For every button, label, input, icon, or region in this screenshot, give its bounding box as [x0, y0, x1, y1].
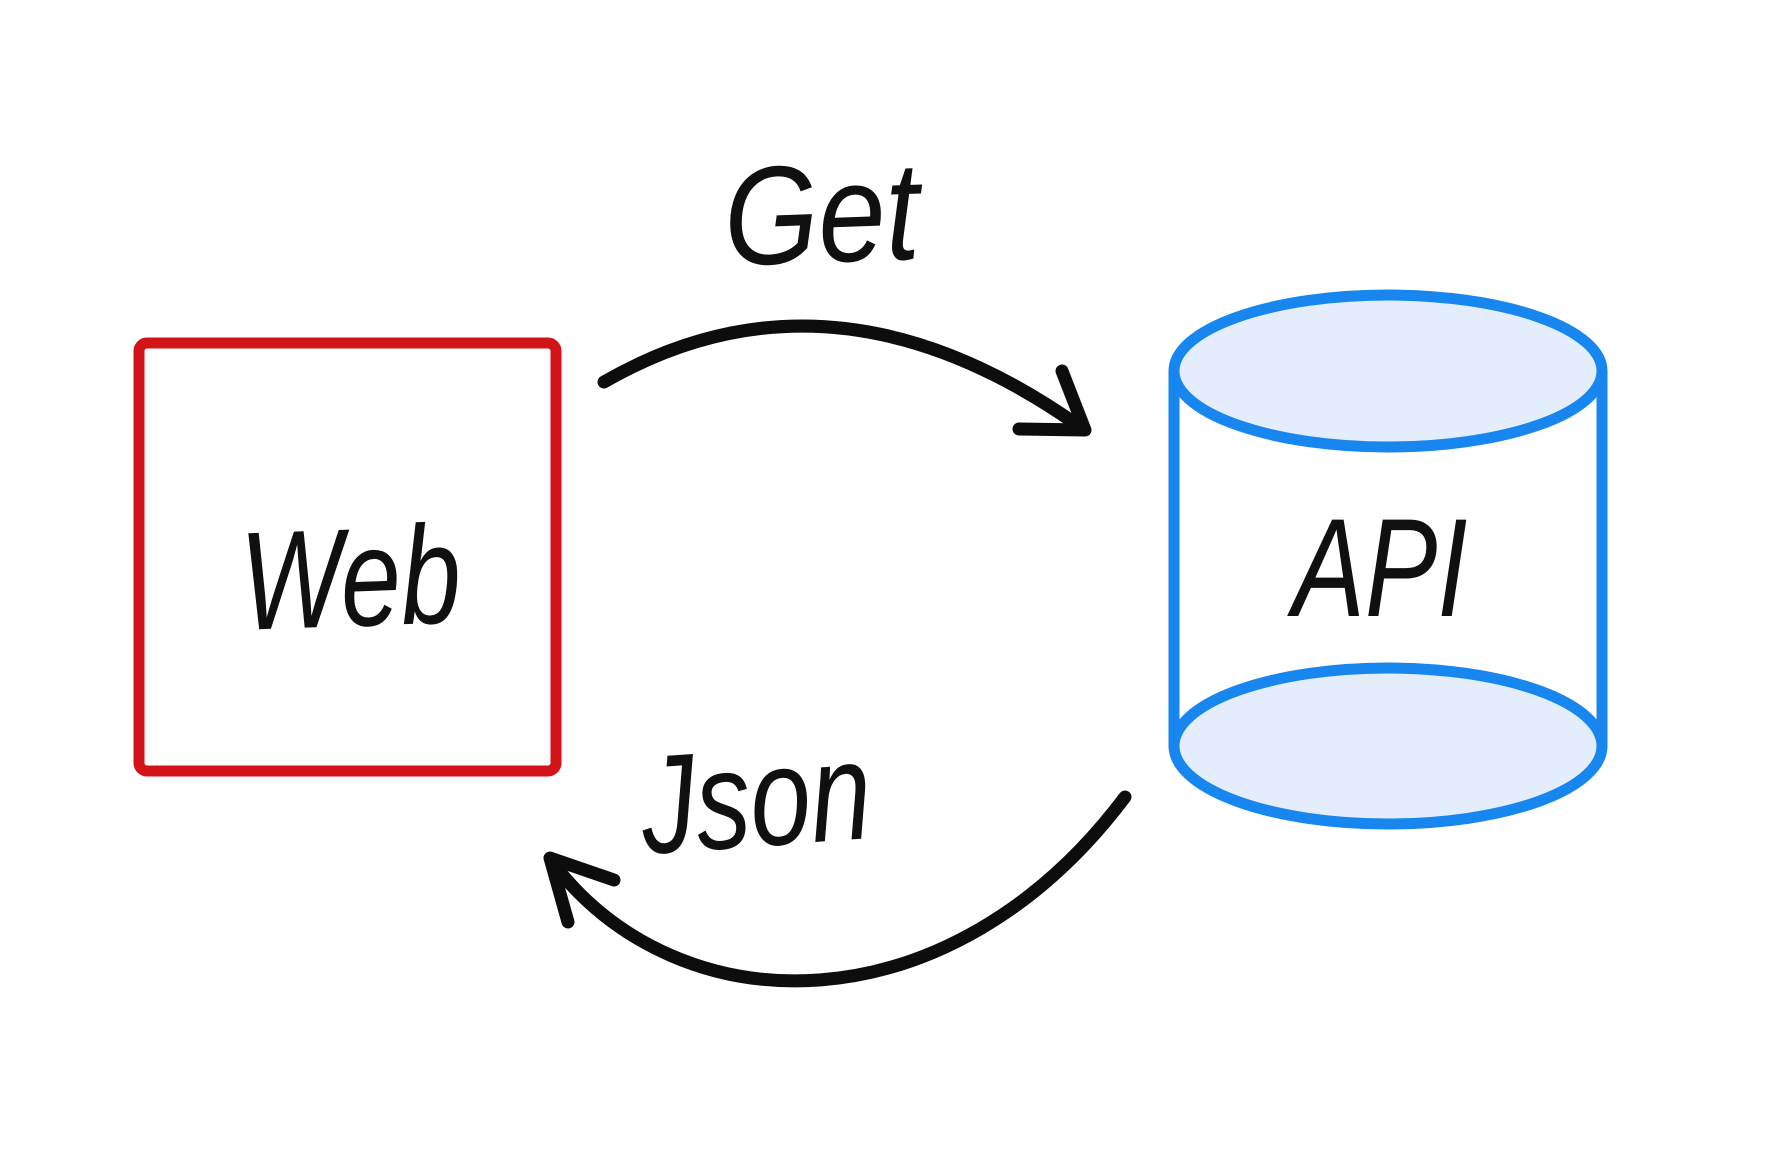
json-edge: Json	[543, 711, 1132, 988]
web-box	[133, 337, 562, 777]
get-edge: Get	[597, 132, 1092, 437]
get-arrowhead	[1012, 364, 1092, 437]
api-cylinder-top	[1168, 289, 1608, 453]
json-arrowhead	[543, 851, 621, 929]
get-edge-label: Get	[721, 132, 926, 296]
get-arrow-line	[597, 319, 1083, 431]
api-node: API	[1168, 289, 1608, 830]
web-node: Web	[133, 337, 562, 777]
web-label: Web	[238, 495, 463, 660]
api-label: API	[1287, 489, 1467, 646]
json-edge-label: Json	[635, 711, 876, 884]
api-cylinder-bottom	[1168, 662, 1608, 830]
json-arrow-line	[545, 790, 1132, 988]
